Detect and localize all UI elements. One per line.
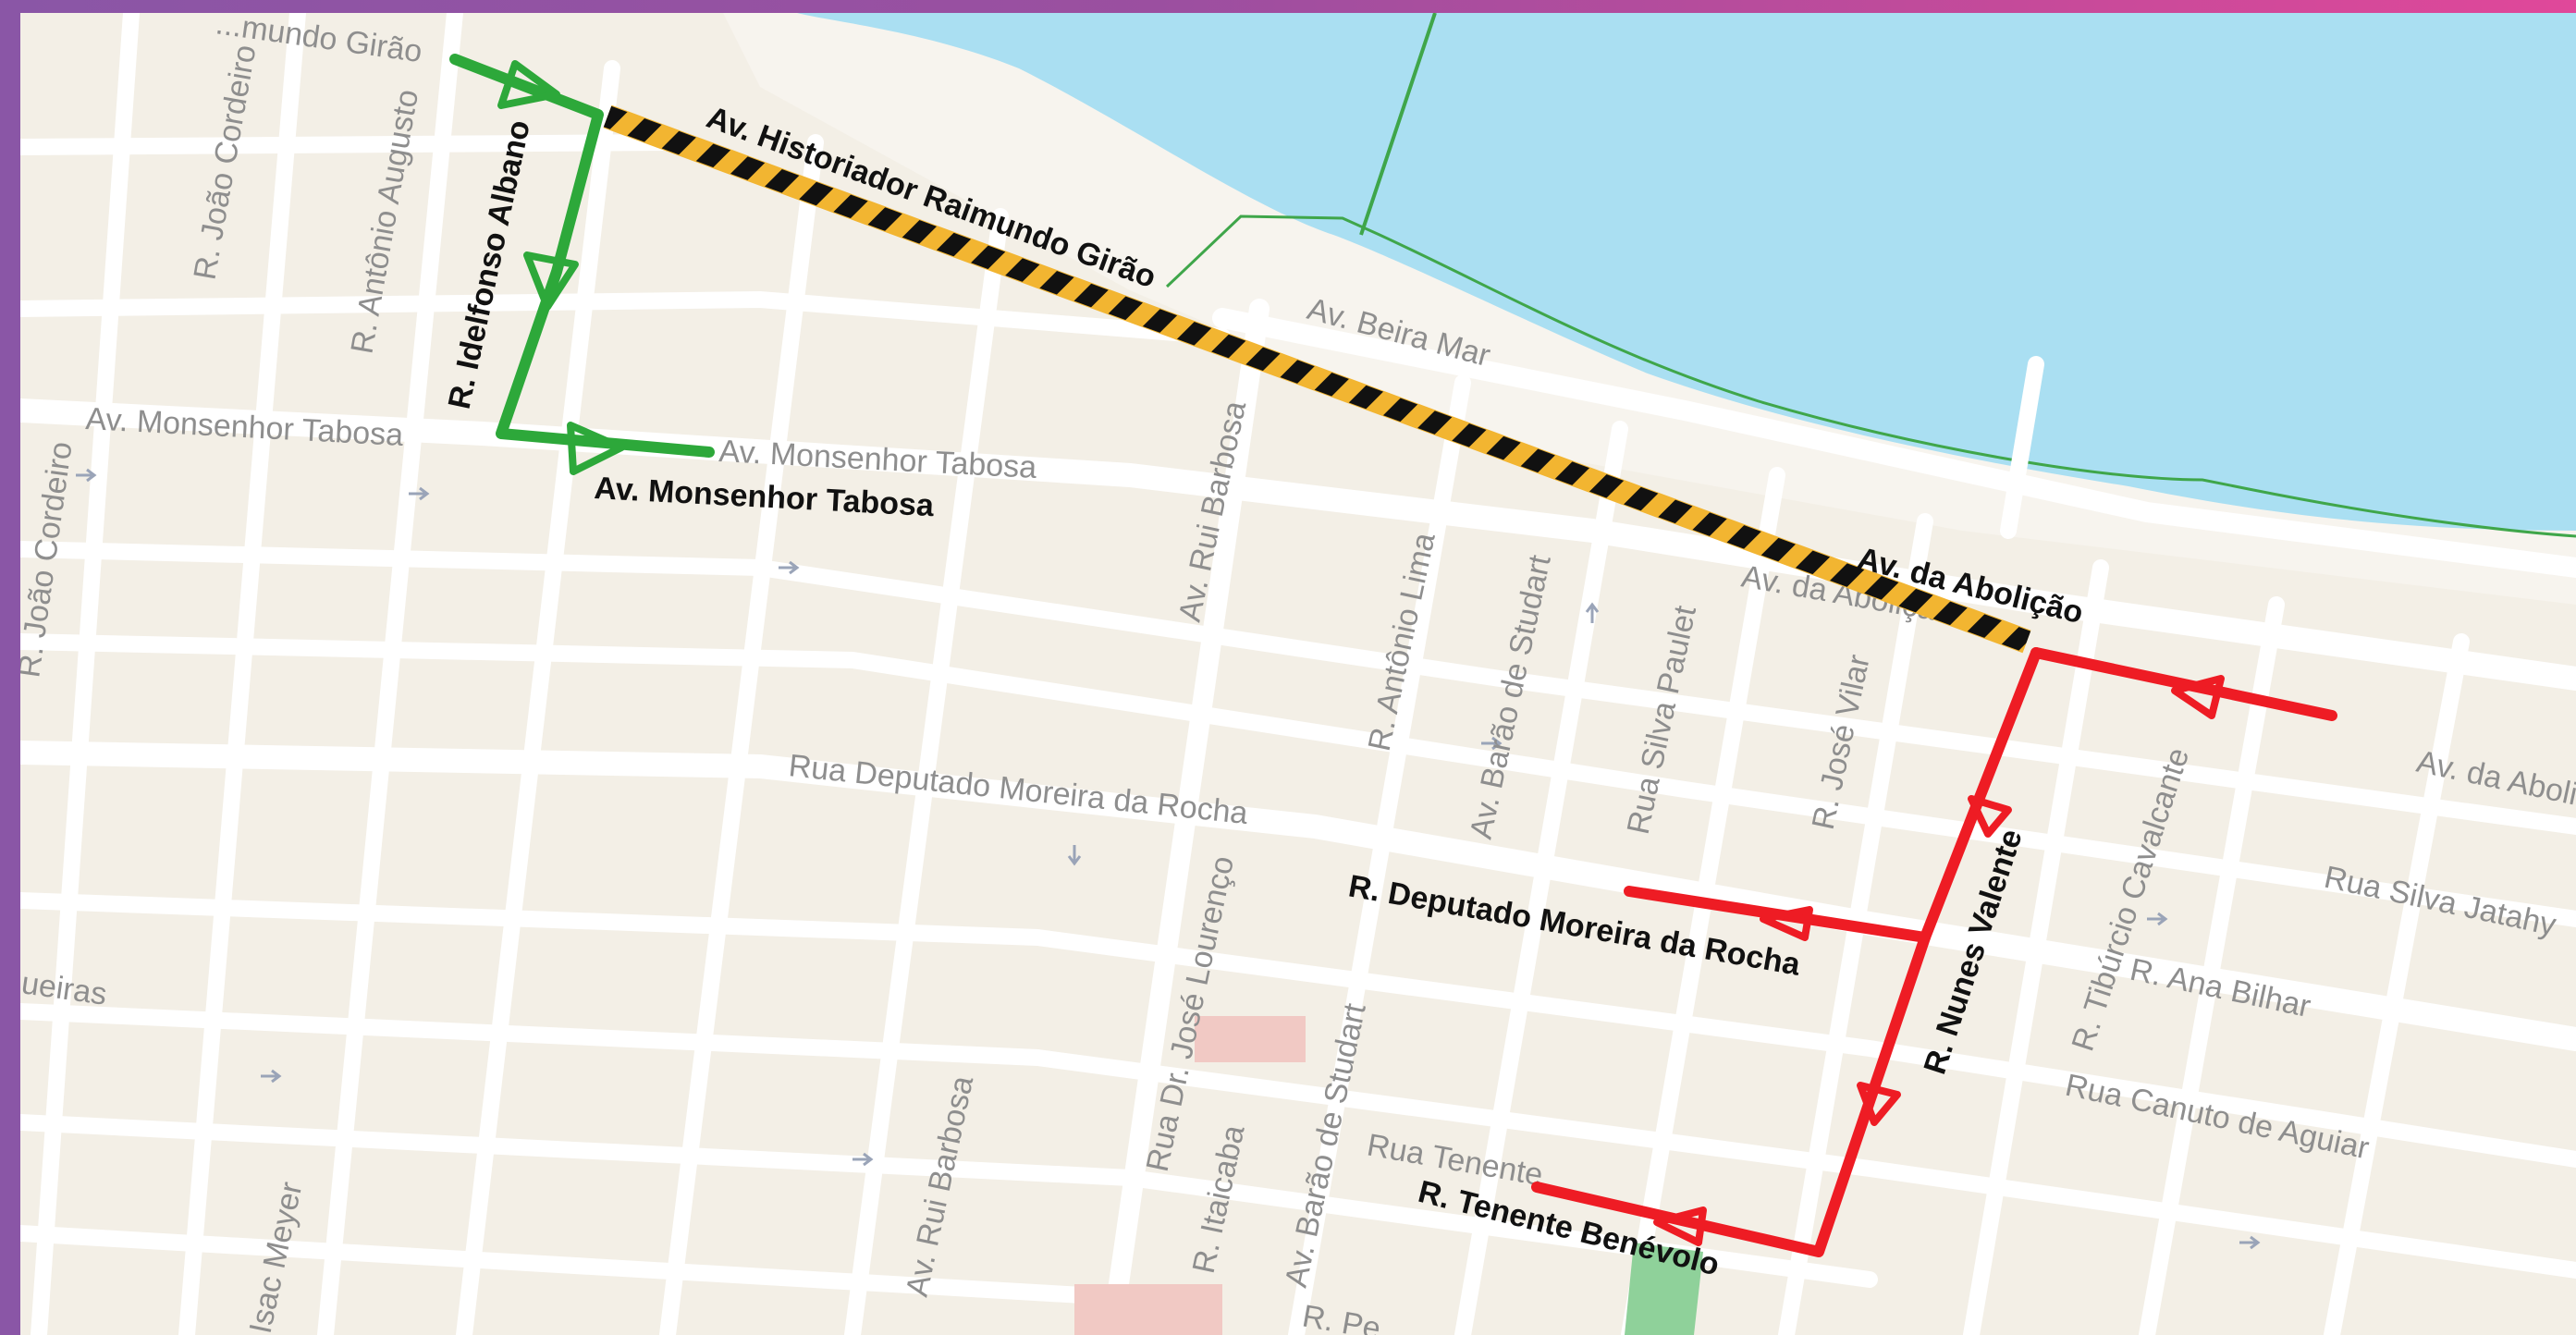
road-h-6 <box>20 1003 2576 1279</box>
oneway-arrow-icon <box>1585 602 1600 623</box>
road-moreira-rocha <box>20 741 2576 1051</box>
oneway-arrow-icon <box>409 486 430 501</box>
road-v-14 <box>2324 633 2470 1335</box>
route-red-abolicao-line <box>2030 647 2337 721</box>
route-red-arrow-2 <box>1968 795 2012 838</box>
road-v-15 <box>2000 356 2044 539</box>
oneway-arrow-icon <box>779 560 800 575</box>
hazard-stripes <box>603 105 2031 653</box>
shoreline <box>1165 214 2576 538</box>
oneway-arrow-icon <box>853 1152 874 1167</box>
road-v-9 <box>1454 421 1628 1335</box>
road-v-8 <box>1288 374 1471 1335</box>
road-v-3 <box>317 13 463 1335</box>
road-v-7 <box>1101 299 1270 1335</box>
road-v-6 <box>844 208 1009 1335</box>
oneway-arrow-icon <box>76 468 97 483</box>
city-map[interactable]: ...mundo Girão R. João Cordeiro R. Antôn… <box>20 13 2576 1335</box>
road-v-2 <box>178 13 306 1335</box>
route-red-arrow-4 <box>1857 1082 1901 1126</box>
route-green-arrow-2 <box>523 251 579 311</box>
road-h-3 <box>20 541 2576 835</box>
route-green-arrow-1 <box>497 60 560 109</box>
road-h-5 <box>20 892 2576 1168</box>
sea <box>797 13 2576 531</box>
oneway-arrow-icon <box>1481 736 1503 751</box>
road-v-5 <box>659 134 824 1335</box>
route-red[interactable] <box>1531 647 2337 1257</box>
route-red-arrow-5 <box>1653 1206 1707 1246</box>
route-red-arrow-3 <box>1760 906 1813 941</box>
road-monsenhor-tabosa <box>20 398 2576 691</box>
route-closed-historiador[interactable] <box>603 104 2031 654</box>
oneway-arrow-icon <box>261 1069 282 1084</box>
building-pink-2 <box>1074 1284 1222 1335</box>
route-green-arrow-3 <box>567 422 625 475</box>
route-green[interactable] <box>449 54 715 475</box>
road-v-12 <box>1963 559 2109 1335</box>
road-beira-mar <box>1212 308 2576 578</box>
route-red-arrow-1 <box>2171 675 2225 719</box>
one-way-arrows <box>76 468 2261 1250</box>
oneway-arrow-icon <box>1067 845 1082 866</box>
road-v-4 <box>456 60 620 1335</box>
building-pink-1 <box>1195 1016 1306 1062</box>
park <box>1625 1243 1703 1335</box>
oneway-arrow-icon <box>2147 912 2168 926</box>
map-frame[interactable]: ...mundo Girão R. João Cordeiro R. Antôn… <box>20 13 2576 1335</box>
street-grid <box>20 13 2576 1335</box>
road-h-8 <box>20 1225 1138 1306</box>
road-v-1 <box>31 13 140 1335</box>
oneway-arrow-icon <box>2239 1235 2261 1250</box>
pier-line <box>1359 13 1437 236</box>
road-v-13 <box>2139 596 2285 1335</box>
road-h-4 <box>20 633 2576 927</box>
